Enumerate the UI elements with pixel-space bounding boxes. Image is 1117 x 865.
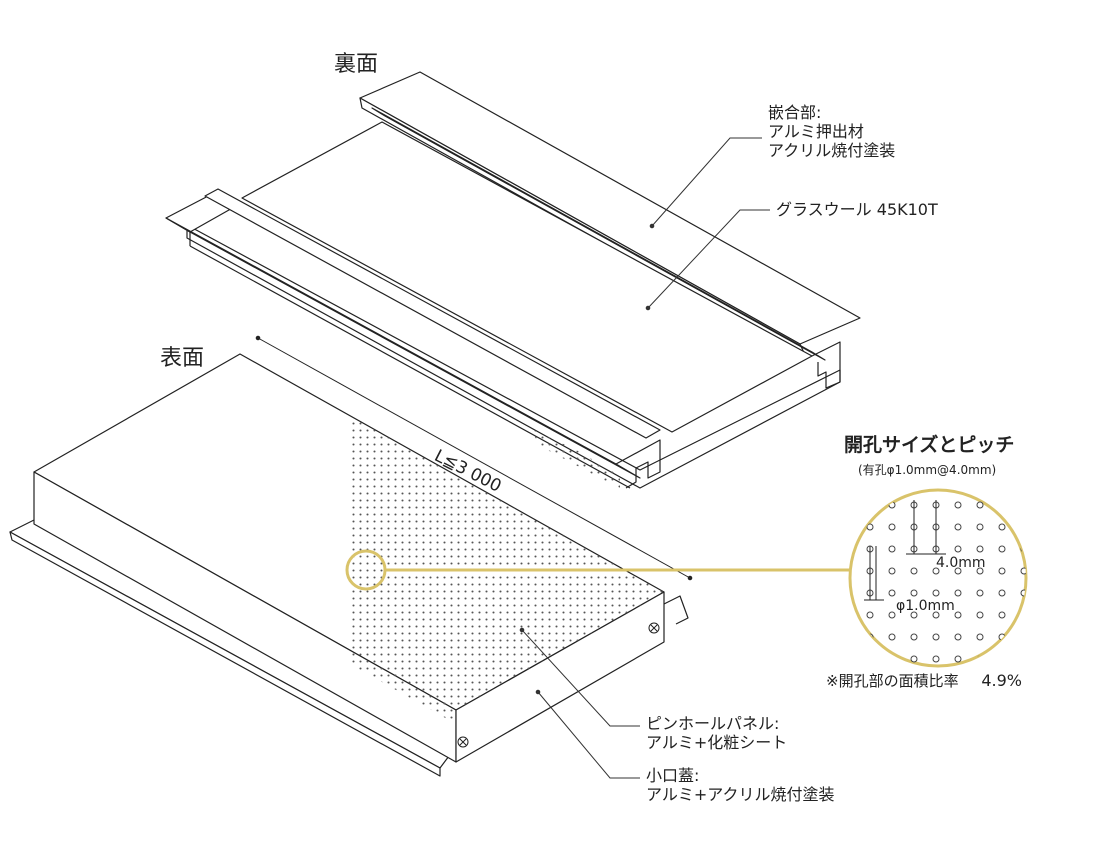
detail-hole bbox=[866, 501, 874, 509]
detail-hole bbox=[976, 545, 984, 553]
detail-hole bbox=[866, 655, 874, 663]
detail-hole bbox=[954, 567, 962, 575]
joint-callout-line1: 嵌合部: bbox=[768, 103, 822, 122]
detail-hole bbox=[1020, 501, 1026, 509]
detail-hole bbox=[976, 523, 984, 531]
detail-hole bbox=[932, 611, 940, 619]
pinhole-panel-callout: ピンホールパネル: アルミ+化粧シート bbox=[646, 714, 787, 752]
detail-hole bbox=[954, 545, 962, 553]
detail-hole bbox=[932, 589, 940, 597]
leader-joint bbox=[651, 137, 762, 227]
detail-hole bbox=[1020, 633, 1026, 641]
detail-hole bbox=[888, 545, 896, 553]
detail-hole bbox=[976, 633, 984, 641]
detail-subtitle: (有孔φ1.0mm@4.0mm) bbox=[858, 463, 997, 477]
detail-hole bbox=[866, 523, 874, 531]
detail-hole bbox=[910, 633, 918, 641]
detail-hole bbox=[1020, 611, 1026, 619]
hole-diameter-label: φ1.0mm bbox=[896, 598, 955, 614]
detail-hole bbox=[998, 523, 1006, 531]
detail-hole bbox=[888, 655, 896, 663]
detail-hole bbox=[888, 633, 896, 641]
detail-hole bbox=[998, 611, 1006, 619]
open-area-ratio-label: ※開孔部の面積比率 4.9% bbox=[826, 670, 1022, 691]
front-panel-flange-edge bbox=[9, 531, 441, 777]
detail-hole bbox=[954, 523, 962, 531]
dimension-line bbox=[255, 335, 693, 581]
back-panel-rail-inner bbox=[371, 107, 826, 361]
back-panel bbox=[165, 71, 861, 489]
detail-hole-grid bbox=[864, 500, 1026, 663]
back-face-label: 裏面 bbox=[334, 52, 379, 77]
detail-hole bbox=[976, 611, 984, 619]
detail-hole bbox=[954, 611, 962, 619]
detail-hole bbox=[888, 589, 896, 597]
end-cap-callout-line2: アルミ+アクリル焼付塗装 bbox=[646, 785, 835, 804]
back-panel-perf-strip bbox=[530, 428, 620, 488]
leader-endcap bbox=[537, 691, 640, 779]
detail-hole bbox=[954, 589, 962, 597]
detail-hole bbox=[866, 611, 874, 619]
detail-hole bbox=[998, 589, 1006, 597]
detail-connector bbox=[345, 488, 1028, 668]
end-cap-callout: 小口蓋: アルミ+アクリル焼付塗装 bbox=[646, 766, 834, 804]
detail-hole bbox=[998, 545, 1006, 553]
callout-leaders bbox=[519, 137, 770, 779]
pitch-dimension-label: 4.0mm bbox=[936, 555, 986, 571]
back-panel-end-profile2 bbox=[615, 439, 661, 489]
back-panel-rib2 bbox=[165, 217, 641, 479]
detail-hole bbox=[976, 589, 984, 597]
pinhole-callout-line2: アルミ+化粧シート bbox=[646, 733, 788, 752]
joint-callout-line3: アクリル焼付塗装 bbox=[768, 141, 896, 160]
detail-hole bbox=[976, 567, 984, 575]
detail-hole bbox=[888, 611, 896, 619]
detail-title: 開孔サイズとピッチ bbox=[844, 434, 1015, 456]
detail-hole bbox=[954, 501, 962, 509]
detail-hole bbox=[910, 611, 918, 619]
detail-hole bbox=[954, 633, 962, 641]
ratio-label-text: ※開孔部の面積比率 bbox=[826, 672, 959, 690]
detail-hole bbox=[910, 567, 918, 575]
leader-glass-wool bbox=[647, 209, 770, 309]
front-face-label: 表面 bbox=[160, 346, 205, 371]
screw-icon bbox=[457, 622, 660, 748]
detail-hole bbox=[910, 655, 918, 663]
detail-hole bbox=[932, 633, 940, 641]
detail-hole bbox=[888, 567, 896, 575]
detail-hole bbox=[910, 589, 918, 597]
detail-hole bbox=[998, 655, 1006, 663]
detail-hole bbox=[1020, 655, 1026, 663]
detail-hole bbox=[976, 501, 984, 509]
detail-hole bbox=[932, 655, 940, 663]
detail-hole bbox=[998, 567, 1006, 575]
perforated-area bbox=[350, 416, 664, 724]
detail-hole bbox=[954, 655, 962, 663]
back-panel-end-profile bbox=[811, 341, 841, 389]
front-panel-end-tab bbox=[663, 595, 689, 625]
detail-hole bbox=[932, 567, 940, 575]
detail-hole bbox=[1020, 523, 1026, 531]
end-cap-callout-line1: 小口蓋: bbox=[646, 766, 700, 785]
detail-circle bbox=[848, 488, 1028, 668]
joint-callout: 嵌合部: アルミ押出材 アクリル焼付塗装 bbox=[768, 103, 895, 160]
glass-wool-callout: グラスウール 45K10T bbox=[776, 200, 938, 219]
leader-pinhole bbox=[521, 629, 640, 727]
detail-hole bbox=[1020, 567, 1026, 575]
joint-callout-line2: アルミ押出材 bbox=[768, 122, 864, 141]
pinhole-callout-line1: ピンホールパネル: bbox=[646, 714, 780, 733]
back-panel-rib bbox=[204, 188, 661, 439]
detail-hole bbox=[888, 523, 896, 531]
ratio-value: 4.9% bbox=[981, 671, 1023, 690]
detail-hole bbox=[998, 501, 1006, 509]
